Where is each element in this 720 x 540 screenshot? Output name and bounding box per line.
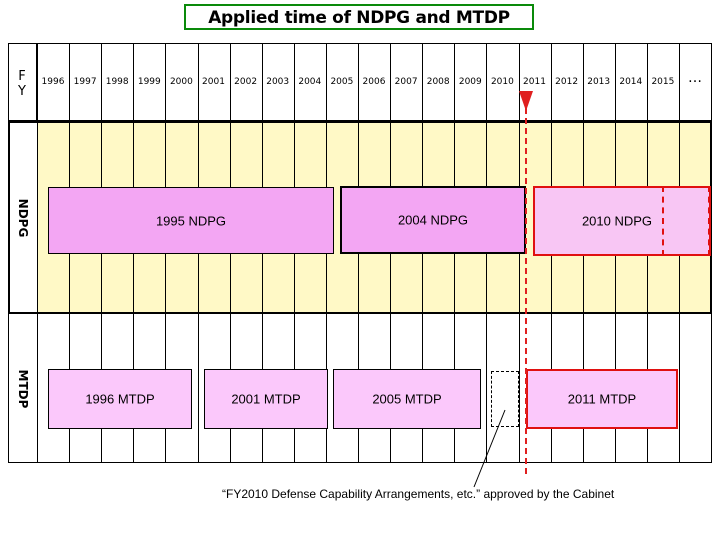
diagram-title-box: Applied time of NDPG and MTDP — [184, 4, 534, 30]
ndpg-bar-2004: 2004 NDPG — [340, 186, 526, 254]
year-label: 2006 — [362, 77, 386, 87]
year-label: 2007 — [394, 77, 418, 87]
year-label: 2001 — [202, 77, 225, 87]
fy2010-arrangement-box — [491, 371, 519, 427]
year-label: 2003 — [266, 77, 290, 87]
fy2010-marker-line — [525, 108, 527, 474]
ndpg-bar-extension — [662, 186, 710, 256]
year-label: 2002 — [234, 77, 258, 87]
ndpg-bar-2010: 2010 NDPG — [533, 186, 711, 256]
year-label: 1998 — [105, 77, 129, 87]
diagram-title: Applied time of NDPG and MTDP — [208, 8, 510, 28]
year-label: … — [688, 70, 702, 86]
mtdp-bar-2011: 2011 MTDP — [526, 369, 678, 429]
year-label: 2004 — [298, 77, 322, 87]
note-pointer-line — [473, 409, 506, 488]
year-label: 2012 — [555, 77, 579, 87]
year-label: 2010 — [490, 77, 514, 87]
grid-line — [37, 43, 38, 463]
year-label: 2009 — [458, 77, 482, 87]
year-label: 2014 — [619, 77, 643, 87]
year-label: 2005 — [330, 77, 354, 87]
mtdp-bar-2005: 2005 MTDP — [333, 369, 481, 429]
year-label: 1997 — [73, 77, 97, 87]
year-label: 2015 — [651, 77, 675, 87]
fy2010-marker-arrow — [519, 91, 533, 111]
ndpg-row-border — [8, 121, 712, 314]
ndpg-bar-1995: 1995 NDPG — [48, 187, 334, 254]
header-divider — [8, 120, 712, 121]
year-label: 1996 — [41, 77, 65, 87]
year-label: 1999 — [137, 77, 161, 87]
year-label: 2011 — [523, 77, 546, 87]
year-label: 2008 — [426, 77, 450, 87]
year-label: 2013 — [587, 77, 611, 87]
cabinet-note: “FY2010 Defense Capability Arrangements,… — [222, 487, 615, 501]
mtdp-bar-1996: 1996 MTDP — [48, 369, 192, 429]
mtdp-bar-2001: 2001 MTDP — [204, 369, 328, 429]
year-label: 2000 — [169, 77, 193, 87]
